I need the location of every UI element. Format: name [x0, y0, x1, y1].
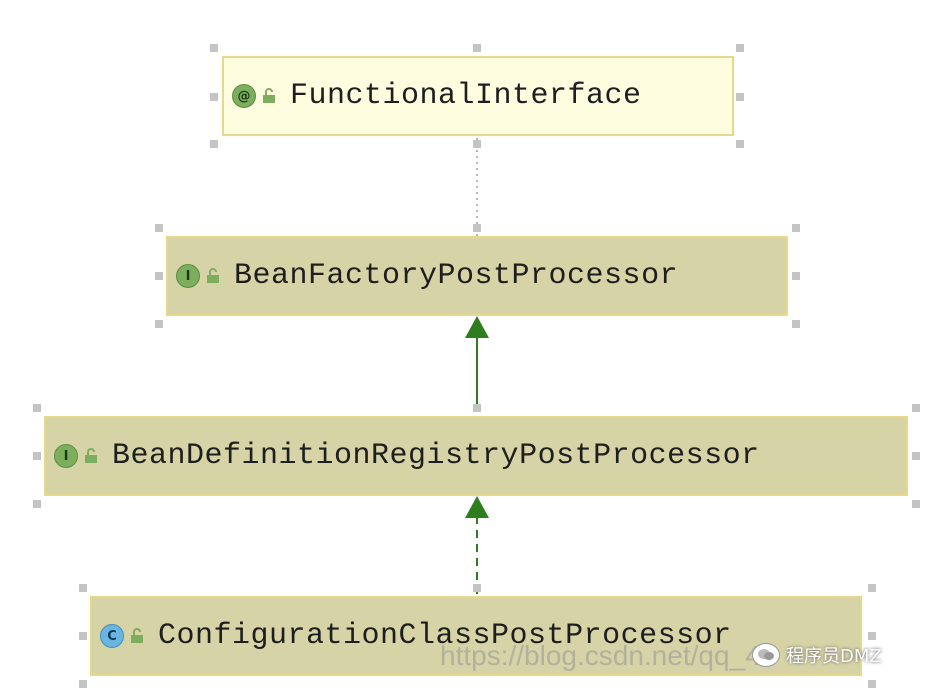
selection-handle	[473, 44, 481, 52]
selection-handle	[155, 320, 163, 328]
node-functional-interface[interactable]: @ FunctionalInterface	[222, 56, 734, 136]
selection-handle	[155, 224, 163, 232]
class-icon: C	[100, 624, 124, 648]
selection-handle	[210, 93, 218, 101]
selection-handle	[912, 452, 920, 460]
selection-handle	[868, 584, 876, 592]
selection-handle	[33, 500, 41, 508]
selection-handle	[33, 404, 41, 412]
node-configuration-class-post-processor[interactable]: C ConfigurationClassPostProcessor	[90, 596, 862, 676]
lock-open-icon	[85, 448, 97, 463]
selection-handle	[79, 584, 87, 592]
selection-handle	[792, 320, 800, 328]
annotation-icon: @	[232, 84, 256, 108]
lock-open-icon	[207, 268, 219, 283]
selection-handle	[736, 140, 744, 148]
brand-name: 程序员DMZ	[786, 646, 882, 667]
watermark-url: https://blog.csdn.net/qq_4	[440, 640, 761, 671]
selection-handle	[912, 500, 920, 508]
lock-open-icon	[131, 628, 143, 643]
node-bean-factory-post-processor[interactable]: I BeanFactoryPostProcessor	[166, 236, 788, 316]
selection-handle	[792, 224, 800, 232]
selection-handle	[473, 404, 481, 412]
interface-icon: I	[54, 444, 78, 468]
node-label: BeanFactoryPostProcessor	[234, 259, 679, 293]
selection-handle	[868, 632, 876, 640]
selection-handle	[473, 584, 481, 592]
lock-open-icon	[263, 88, 275, 103]
edge-extends-arrowhead	[465, 316, 489, 338]
edge-implements-arrowhead	[465, 496, 489, 518]
selection-handle	[868, 680, 876, 688]
selection-handle	[33, 452, 41, 460]
node-label: FunctionalInterface	[290, 79, 642, 113]
selection-handle	[155, 272, 163, 280]
selection-handle	[912, 404, 920, 412]
node-label: ConfigurationClassPostProcessor	[158, 619, 732, 653]
brand-watermark: 程序员DMZ	[752, 642, 882, 668]
selection-handle	[736, 44, 744, 52]
selection-handle	[210, 44, 218, 52]
interface-icon: I	[176, 264, 200, 288]
selection-handle	[792, 272, 800, 280]
node-bean-definition-registry-post-processor[interactable]: I BeanDefinitionRegistryPostProcessor	[44, 416, 908, 496]
node-label: BeanDefinitionRegistryPostProcessor	[112, 439, 760, 473]
selection-handle	[79, 680, 87, 688]
wechat-icon	[752, 643, 780, 667]
selection-handle	[79, 632, 87, 640]
selection-handle	[473, 224, 481, 232]
selection-handle	[736, 93, 744, 101]
selection-handle	[473, 140, 481, 148]
selection-handle	[210, 140, 218, 148]
